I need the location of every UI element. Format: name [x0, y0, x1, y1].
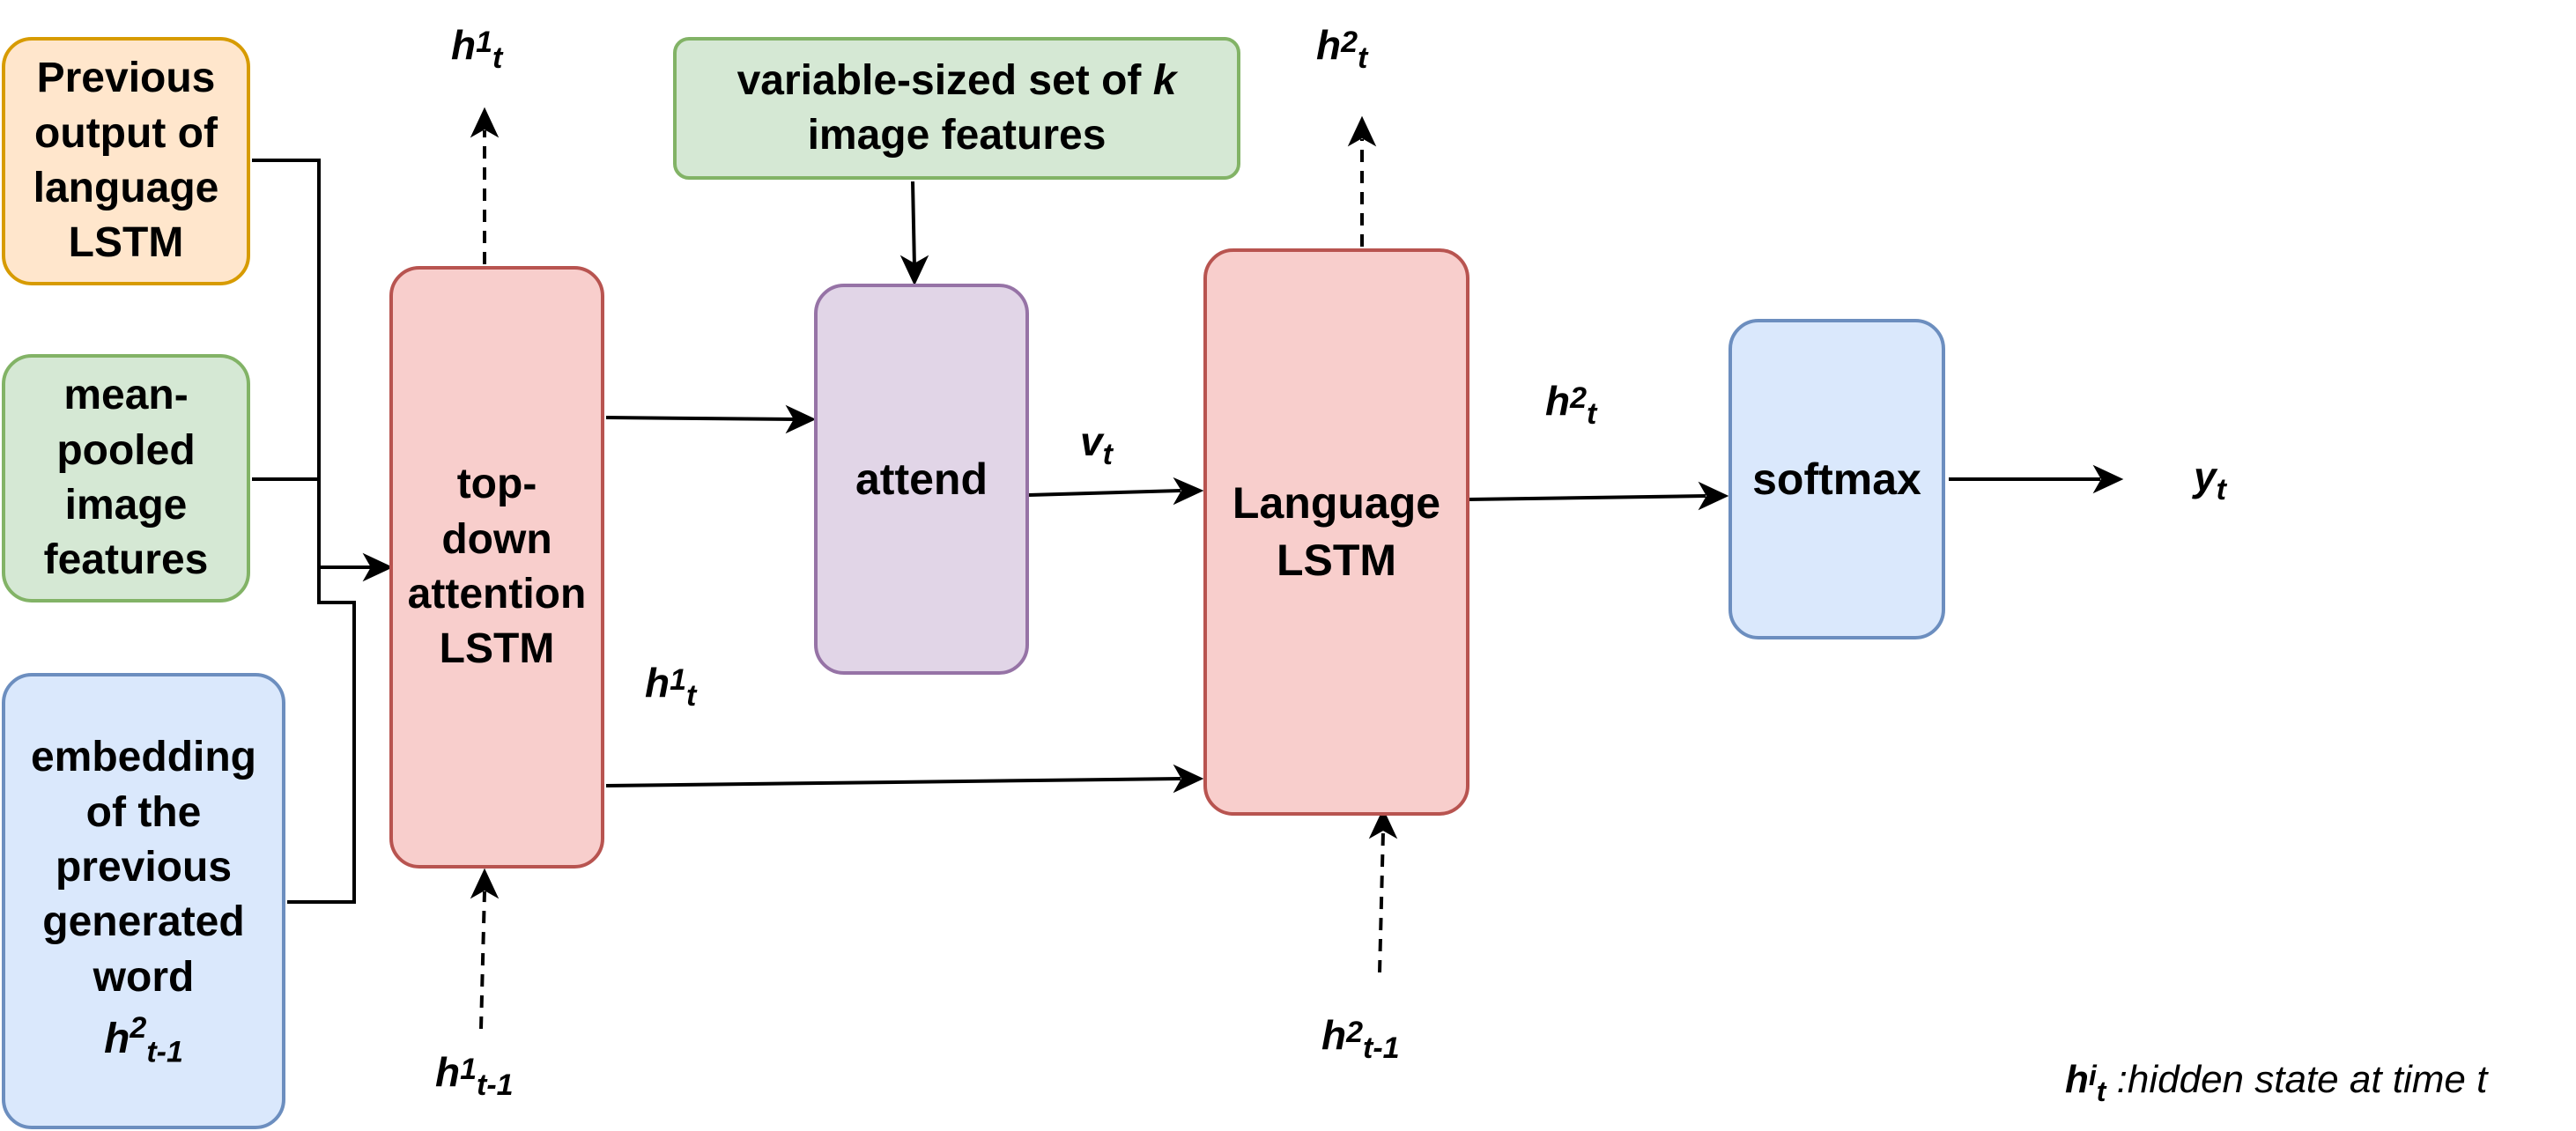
arrowhead-attend-in [785, 404, 817, 434]
label-y-t: yt [2194, 454, 2226, 506]
connector-embedding [287, 567, 356, 904]
arrowhead-softmax-in [1698, 481, 1729, 511]
attention-lstm-line: attention [407, 571, 587, 617]
mean-pooled-line: features [43, 536, 209, 584]
legend-symbol: hit [2065, 1058, 2106, 1107]
arrow-features-to-attend [911, 181, 916, 269]
previous-output-box: Previous output of language LSTM [2, 37, 250, 285]
label-h1-t-minus-1: h1t-1 [435, 1049, 514, 1102]
arrow-attend-to-language [1028, 489, 1181, 497]
dashed-h1t-1-up [479, 891, 486, 1030]
mean-pooled-features-box: mean- pooled image features [2, 354, 250, 602]
attend-label: attend [855, 454, 988, 504]
previous-output-line: LSTM [68, 219, 184, 267]
label-h2-t-minus-1: h2t-1 [1321, 1012, 1400, 1065]
image-features-line1: variable-sized set of k [737, 56, 1177, 104]
label-h2-t-mid: h2t [1545, 378, 1597, 431]
image-features-box: variable-sized set of k image features [673, 37, 1240, 180]
attention-lstm-box: top- down attention LSTM [389, 266, 604, 869]
embedding-line: embedding [30, 734, 256, 781]
dashed-h2t-1-up [1378, 831, 1385, 973]
arrowhead-language-in-bottom [1173, 764, 1204, 794]
embedding-line: generated [42, 898, 245, 946]
embedding-line: previous [55, 843, 233, 891]
label-v-t: vt [1080, 418, 1113, 471]
arrowhead-attend-top [899, 255, 929, 286]
arrowhead-attention-in [362, 552, 394, 582]
embedding-symbol: h2t-1 [104, 1011, 183, 1069]
previous-output-line: language [33, 165, 219, 211]
attend-box: attend [814, 284, 1029, 675]
arrowhead-h2t-1-up [1368, 808, 1398, 839]
arrowhead-h1t-1-up [470, 868, 500, 899]
arrowhead-h1t-up [470, 107, 500, 138]
mean-pooled-line: pooled [56, 426, 196, 474]
embedding-line: of the [85, 788, 202, 836]
embedding-box: embedding of the previous generated word… [2, 673, 285, 1129]
arrow-language-to-softmax [1467, 494, 1706, 501]
language-lstm-line: Language [1232, 478, 1441, 528]
attention-lstm-line: top- [456, 461, 537, 508]
attention-lstm-line: down [441, 515, 552, 563]
embedding-line: word [93, 953, 195, 1001]
label-h2-t-top: h2t [1316, 22, 1368, 75]
legend-description: :hidden state at time t [2106, 1058, 2488, 1101]
label-h1-t-mid: h1t [645, 660, 697, 713]
softmax-label: softmax [1752, 454, 1921, 504]
mean-pooled-line: mean- [63, 372, 189, 419]
arrowhead-output [2092, 464, 2124, 494]
mean-pooled-line: image [64, 482, 188, 529]
language-lstm-box: Language LSTM [1203, 248, 1469, 816]
attention-lstm-line: LSTM [439, 625, 555, 673]
connector-previous-output [252, 159, 321, 567]
image-features-line2: image features [807, 112, 1107, 159]
arrow-attention-to-language [605, 777, 1181, 787]
language-lstm-line: LSTM [1276, 536, 1397, 585]
legend: hit :hidden state at time t [2065, 1058, 2488, 1107]
arrowhead-language-in-top [1173, 477, 1204, 506]
previous-output-line: output of [34, 109, 218, 157]
previous-output-line: Previous [36, 55, 216, 102]
softmax-box: softmax [1728, 319, 1945, 639]
arrow-attention-to-attend [605, 416, 796, 421]
label-h1-t-top: h1t [451, 22, 503, 75]
arrowhead-h2t-up [1347, 115, 1377, 147]
